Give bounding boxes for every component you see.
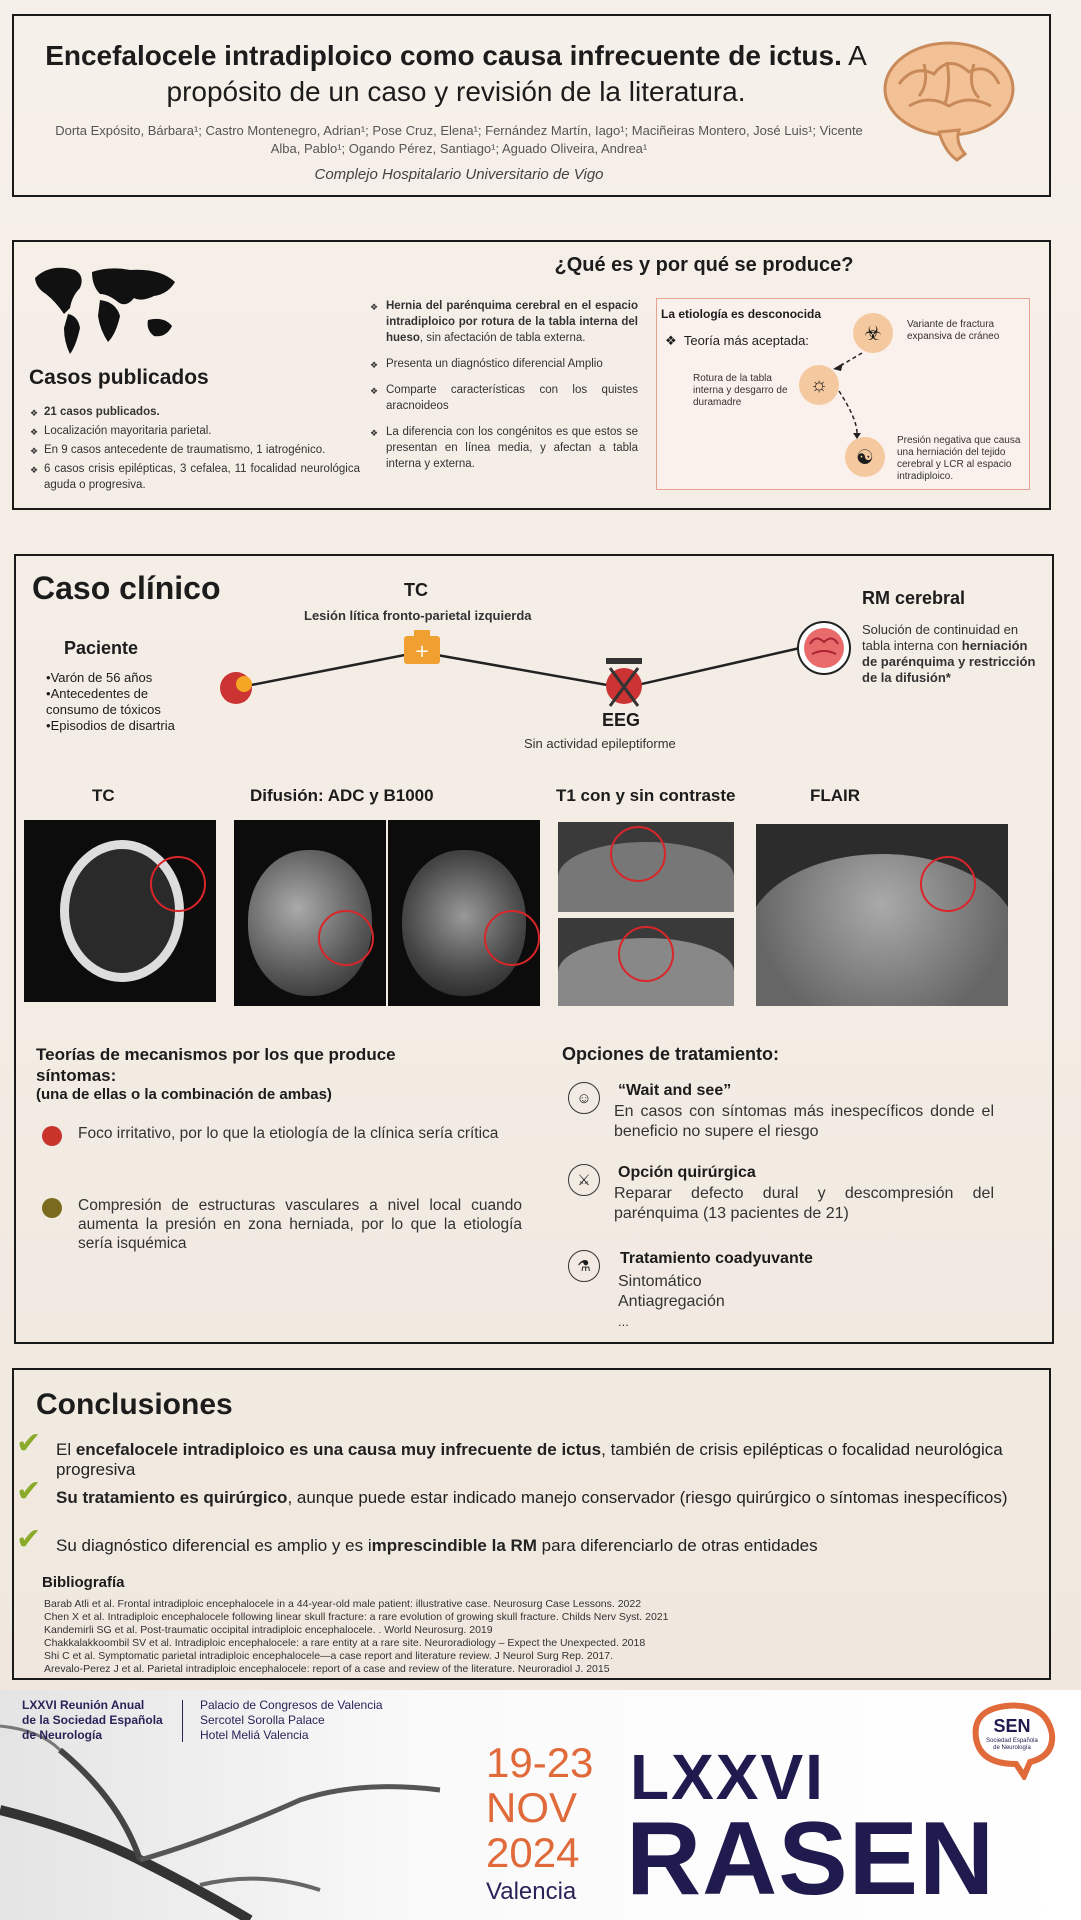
etiologia-step1: Variante de fractura expansiva de cráneo — [907, 319, 1000, 342]
svg-text:+: + — [414, 641, 429, 662]
timeline-graphic: + — [220, 621, 851, 707]
medicine-bottle-icon: ⚗ — [568, 1250, 600, 1282]
event-edition: LXXVI — [630, 1741, 825, 1813]
check-icon: ✔ — [16, 1523, 42, 1556]
tc-scan-image — [24, 820, 216, 1002]
que-list: Hernia del parénquima cerebral en el esp… — [370, 298, 638, 482]
etiologia-step2: Rotura de la tabla interna y desgarro de… — [693, 373, 788, 408]
caso-clinico-box: Caso clínico + TC Lesión lítica fronto-p… — [14, 554, 1054, 1344]
tc-image-label: TC — [92, 786, 115, 805]
list-item: Arevalo-Perez J et al. Parietal intradip… — [44, 1663, 610, 1675]
list-item: Barab Atli et al. Frontal intradiploic e… — [44, 1598, 642, 1610]
flair-scan-image — [756, 824, 1008, 1006]
list-item: 21 casos publicados. — [30, 404, 360, 421]
conclusion-2: ✔ Su tratamiento es quirúrgico, aunque p… — [16, 1475, 1008, 1508]
rm-text: Solución de continuidad en tabla interna… — [862, 622, 1036, 685]
list-item: Chakkalakkoombil SV et al. Intradiploic … — [44, 1637, 646, 1649]
list-item: Episodios de disartria — [46, 718, 196, 734]
caso-title: Caso clínico — [32, 570, 221, 606]
etiologia-arrows — [833, 352, 863, 439]
list-item: En 9 casos antecedente de traumatismo, 1… — [30, 442, 360, 459]
list-item: Chen X et al. Intradiploic encephalocele… — [44, 1611, 669, 1623]
header-box: Encefalocele intradiploico como causa in… — [12, 14, 1051, 197]
skull-fracture-icon: ☣ — [853, 313, 893, 353]
list-item: 6 casos crisis epilépticas, 3 cefalea, 1… — [30, 461, 360, 493]
venue-list: Palacio de Congresos de Valencia Sercote… — [200, 1698, 383, 1742]
list-item: Localización mayoritaria parietal. — [30, 423, 360, 440]
skull-tear-icon: ☼ — [799, 365, 839, 405]
casos-title: Casos publicados — [29, 366, 209, 389]
conclusiones-title: Conclusiones — [36, 1388, 233, 1421]
organizer-name: LXXVI Reunión Anual de la Sociedad Españ… — [22, 1698, 163, 1742]
doctor-icon: ☺ — [568, 1082, 600, 1114]
list-item: Comparte características con los quistes… — [370, 382, 638, 414]
svg-text:SEN: SEN — [993, 1716, 1030, 1736]
neuron-illustration-icon — [0, 1724, 441, 1920]
list-item: Varón de 56 años — [46, 670, 196, 686]
teorias-title: Teorías de mecanismos por los que produc… — [36, 1045, 396, 1085]
surgery-tools-icon: ⚔ — [568, 1164, 600, 1196]
head-pressure-icon: ☯ — [845, 437, 885, 477]
title-rest: A propósito de un caso y revisión de la … — [166, 40, 867, 107]
paciente-list: Varón de 56 años Antecedentes de consumo… — [46, 670, 196, 734]
t1-scan-image-2 — [558, 918, 734, 1006]
opcion-quirurgica: ⚔ Opción quirúrgica Reparar defecto dura… — [568, 1164, 994, 1234]
t1-image-label: T1 con y sin contraste — [556, 786, 736, 805]
intro-box: Casos publicados 21 casos publicados. Lo… — [12, 240, 1051, 510]
opcion-coadyuvante: ⚗ Tratamiento coadyuvante Sintomático An… — [568, 1250, 988, 1330]
paciente-title: Paciente — [64, 638, 139, 658]
footer-divider — [182, 1700, 183, 1742]
list-item: Kandemirli SG et al. Post-traumatic occi… — [44, 1624, 493, 1636]
red-dot-icon — [42, 1126, 62, 1146]
tc-title: TC — [404, 580, 428, 600]
list-item: Antecedentes de consumo de tóxicos — [46, 686, 196, 718]
poster-title: Encefalocele intradiploico como causa in… — [26, 38, 886, 110]
svg-text:de Neurología: de Neurología — [993, 1745, 1031, 1751]
sen-logo: SEN Sociedad Española de Neurología — [972, 1702, 1056, 1780]
eeg-title: EEG — [602, 710, 641, 730]
rm-title: RM cerebral — [862, 588, 966, 608]
etiologia-step3: Presión negativa que causa una herniació… — [897, 435, 1021, 482]
opciones-title: Opciones de tratamiento: — [562, 1044, 780, 1064]
tc-text: Lesión lítica fronto-parietal izquierda — [304, 608, 532, 623]
event-dates: 19-23 NOV 2024 — [486, 1739, 594, 1876]
institution: Complejo Hospitalario Universitario de V… — [314, 166, 604, 183]
list-item: La diferencia con los congénitos es que … — [370, 424, 638, 472]
check-icon: ✔ — [16, 1475, 42, 1508]
eeg-text: Sin actividad epileptiforme — [524, 736, 676, 751]
world-map-icon — [35, 267, 175, 354]
conclusiones-box: Conclusiones ✔ El encefalocele intradipl… — [12, 1368, 1051, 1680]
conclusion-3: ✔ Su diagnóstico diferencial es amplio y… — [16, 1523, 818, 1556]
t1-scan-image-1 — [558, 822, 734, 912]
casos-list: 21 casos publicados. Localización mayori… — [30, 404, 360, 496]
list-item: Presenta un diagnóstico diferencial Ampl… — [370, 356, 638, 373]
svg-text:Sociedad Española: Sociedad Española — [986, 1738, 1038, 1744]
event-city: Valencia — [486, 1878, 577, 1905]
adc-scan-image — [234, 820, 386, 1006]
olive-dot-icon — [42, 1198, 62, 1218]
event-name: RASEN — [626, 1801, 996, 1917]
list-item: Shi C et al. Symptomatic parietal intrad… — [44, 1650, 614, 1662]
title-bold: Encefalocele intradiploico como causa in… — [45, 40, 842, 71]
bibliografia-list: Barab Atli et al. Frontal intradiploic e… — [44, 1598, 1024, 1676]
footer-banner: LXXVI Reunión Anual de la Sociedad Españ… — [0, 1690, 1081, 1920]
bibliografia-title: Bibliografía — [42, 1574, 125, 1591]
flair-image-label: FLAIR — [810, 786, 861, 805]
b1000-scan-image — [388, 820, 540, 1006]
brain-icon — [883, 41, 1015, 162]
etiologia-teoria: ❖ Teoría más aceptada: — [665, 333, 809, 348]
difusion-image-label: Difusión: ADC y B1000 — [250, 786, 434, 805]
opcion-wait-and-see: ☺ “Wait and see” En casos con síntomas m… — [568, 1082, 994, 1152]
authors: Dorta Expósito, Bárbara¹; Castro Montene… — [55, 123, 863, 156]
conclusion-1: ✔ El encefalocele intradiploico es una c… — [16, 1427, 1003, 1480]
teoria-1: Foco irritativo, por lo que la etiología… — [42, 1124, 522, 1146]
check-icon: ✔ — [16, 1427, 42, 1460]
etiologia-panel: La etiología es desconocida ❖ Teoría más… — [656, 298, 1030, 490]
teorias-subtitle: (una de ellas o la combinación de ambas) — [36, 1086, 332, 1103]
teoria-2: Compresión de estructuras vasculares a n… — [42, 1196, 522, 1253]
list-item: Hernia del parénquima cerebral en el esp… — [370, 298, 638, 346]
que-title: ¿Qué es y por qué se produce? — [554, 254, 854, 276]
etiologia-title: La etiología es desconocida — [661, 307, 822, 321]
